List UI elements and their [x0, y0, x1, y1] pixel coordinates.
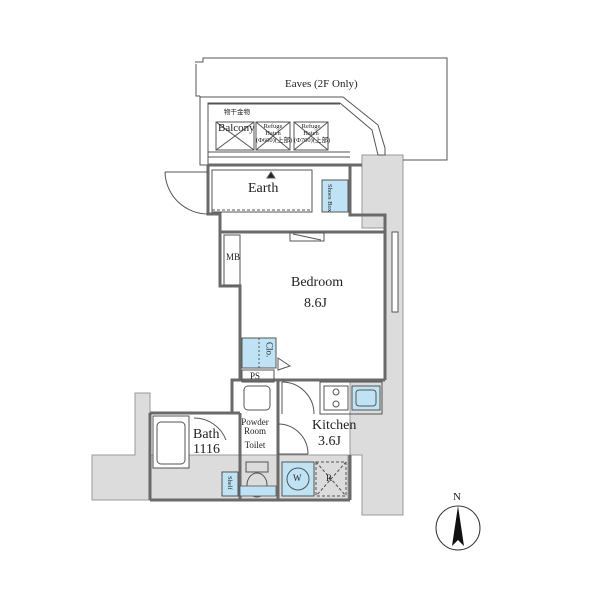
bath-size: 1116: [193, 442, 220, 457]
refuge-hatch-1-line1: Refuge: [263, 123, 283, 130]
shoes-box-line1: Shoes: [325, 184, 333, 200]
closet-door-swing: [277, 357, 292, 371]
earth-label: Earth: [248, 181, 279, 196]
walls: [148, 163, 387, 502]
closet: [241, 337, 277, 369]
compass-icon: [435, 505, 481, 551]
eaves-outline: [195, 57, 448, 161]
refuge-hatch-2-line2: Hatch: [303, 129, 319, 137]
mb-label: MB: [226, 252, 241, 262]
refuge-hatch-2-line3: (Φ700)(上部): [294, 136, 331, 144]
refuge-hatch-1-label: Refuge Hatch (Φ600)(上部): [256, 123, 293, 144]
entrance-door[interactable]: [164, 171, 209, 215]
kitchen-label: Kitchen: [312, 418, 357, 433]
compass-label: N: [453, 491, 461, 503]
shoes-box-label: Shoes Box: [325, 184, 333, 212]
shoes-box: [321, 179, 349, 213]
powder-room-line3: Toilet: [244, 439, 266, 450]
ps-label: PS: [250, 371, 261, 381]
refuge-hatch-1-line2: Hatch: [265, 129, 281, 137]
shelf: [221, 471, 239, 497]
balcony-label: Balcony: [218, 122, 255, 134]
fridge-label: R: [326, 473, 333, 483]
washer-label: W: [293, 473, 302, 483]
closet-label: Clo.: [264, 342, 275, 358]
shelf-label: Shelf: [225, 476, 233, 490]
earth-area: [211, 169, 313, 213]
kitchen-size: 3.6J: [318, 434, 341, 449]
washbasin: [243, 385, 271, 411]
refuge-hatch-1-line3: (Φ600)(上部): [256, 136, 293, 144]
mb-box: [223, 234, 241, 286]
eaves-label: Eaves (2F Only): [285, 78, 358, 90]
door-arcs: [193, 381, 315, 455]
powder-room-line2: Room: [243, 426, 266, 437]
refuge-hatch-2-line1: Refuge: [301, 123, 321, 130]
bedroom-label: Bedroom: [291, 275, 344, 290]
toilet-blue-strip: [239, 485, 277, 497]
ps-box: [241, 369, 275, 383]
bedroom-size: 8.6J: [304, 296, 327, 311]
balcony-box: [215, 121, 329, 151]
drying-hardware-label: 物干金物: [224, 109, 250, 116]
bath-label: Bath: [193, 427, 220, 442]
refuge-hatch-2-label: Refuge Hatch (Φ700)(上部): [294, 123, 331, 144]
powder-room-label: Powder Room Toilet: [238, 417, 272, 450]
bedroom-details: [289, 231, 399, 313]
shoes-box-line2: Box: [325, 201, 333, 212]
building-mass: [91, 154, 404, 516]
bath-tub: [152, 415, 190, 469]
kitchen-counter: [319, 381, 383, 415]
toilet: [245, 461, 269, 498]
washer-space: [281, 461, 315, 497]
powder-room-line1: Powder: [241, 417, 269, 427]
fridge-space: [315, 461, 347, 497]
